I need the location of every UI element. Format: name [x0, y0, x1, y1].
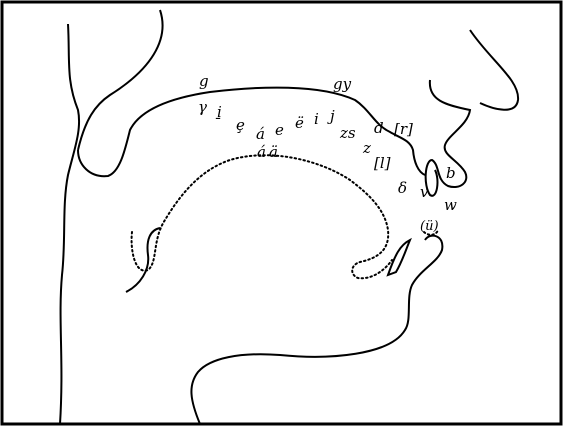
label-d: d — [374, 119, 384, 137]
label-a-acute: á — [256, 125, 265, 143]
label-z: z — [362, 139, 371, 157]
label-a-diaeresis-low: ä — [269, 143, 278, 161]
label-u-diaeresis: (ü) — [420, 219, 439, 234]
pharynx-back-wall — [60, 24, 79, 424]
label-j: j — [327, 107, 335, 125]
label-gamma: γ — [198, 98, 207, 116]
skull-outline — [78, 10, 163, 150]
label-delta: δ — [398, 179, 407, 197]
nose-outline — [470, 30, 518, 110]
label-zs: zs — [339, 124, 356, 142]
label-e-diaeresis: ë — [295, 114, 304, 132]
palate-line — [78, 88, 425, 177]
label-e-hook: ȩ — [236, 116, 245, 134]
label-b: b — [446, 164, 456, 182]
label-e: e — [275, 121, 284, 139]
label-i: i — [314, 110, 319, 128]
label-a-acute-low: á — [257, 143, 266, 161]
lower-teeth — [388, 240, 410, 275]
lower-lip-jaw — [191, 236, 442, 424]
label-g: g — [199, 72, 209, 90]
label-v: v — [420, 183, 429, 201]
label-gy: gy — [333, 75, 352, 93]
label-l-bracket: [l] — [374, 154, 391, 172]
label-i-dot: i̱ — [215, 103, 222, 121]
label-w: w — [444, 196, 457, 214]
tongue-outline — [132, 155, 392, 278]
label-r-bracket: [r] — [394, 120, 413, 138]
